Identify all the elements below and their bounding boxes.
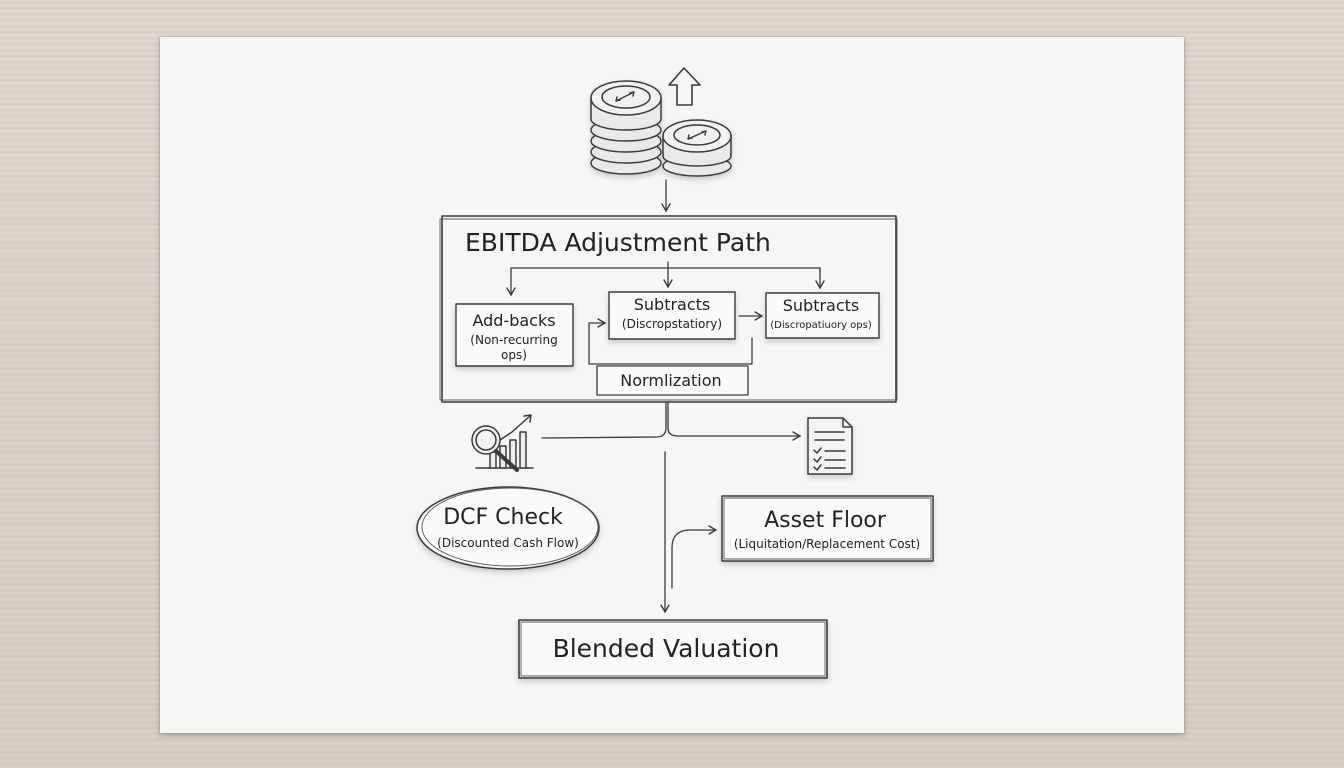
dcf-sub: (Discounted Cash Flow) [437,536,579,550]
subtracts-2-label: Subtracts [783,296,860,315]
ebitda-title: EBITDA Adjustment Path [465,228,771,257]
asset-floor-node: Asset Floor (Liquitation/Replacement Cos… [721,495,934,562]
dcf-label: DCF Check [443,505,563,530]
ebitda-output-branches [541,401,802,614]
ebitda-split-arrows [506,261,825,365]
ebitda-adjustment-box: EBITDA Adjustment Path [439,215,898,403]
subtracts-2-sub: (Discropatiuory ops) [770,320,872,331]
addbacks-label: Add-backs [472,311,555,330]
coins-stack-icon [590,80,732,177]
dcf-check-node: DCF Check (Discounted Cash Flow) [416,486,600,570]
blended-valuation-node: Blended Valuation [518,619,828,679]
up-arrow-icon [668,67,701,106]
subtracts-node-2: Subtracts (Discropatiuory ops) [765,292,880,339]
blended-label: Blended Valuation [553,634,780,663]
asset-floor-sub: (Liquitation/Replacement Cost) [734,537,920,551]
asset-floor-label: Asset Floor [764,508,887,533]
normalization-node: Normlization [596,365,749,396]
subtracts-node-1: Subtracts (Discropstatiory) [608,291,736,340]
normalization-label: Normlization [620,371,721,390]
checklist-document-icon [807,417,853,475]
addbacks-sub-2: ops) [501,348,527,362]
addbacks-sub-1: (Non-recurring [470,333,557,347]
magnifier-chart-icon [471,414,534,472]
subtracts-1-label: Subtracts [634,295,711,314]
subtracts-1-sub: (Discropstatiory) [622,317,722,331]
addbacks-node: Add-backs (Non-recurring ops) [455,303,574,367]
